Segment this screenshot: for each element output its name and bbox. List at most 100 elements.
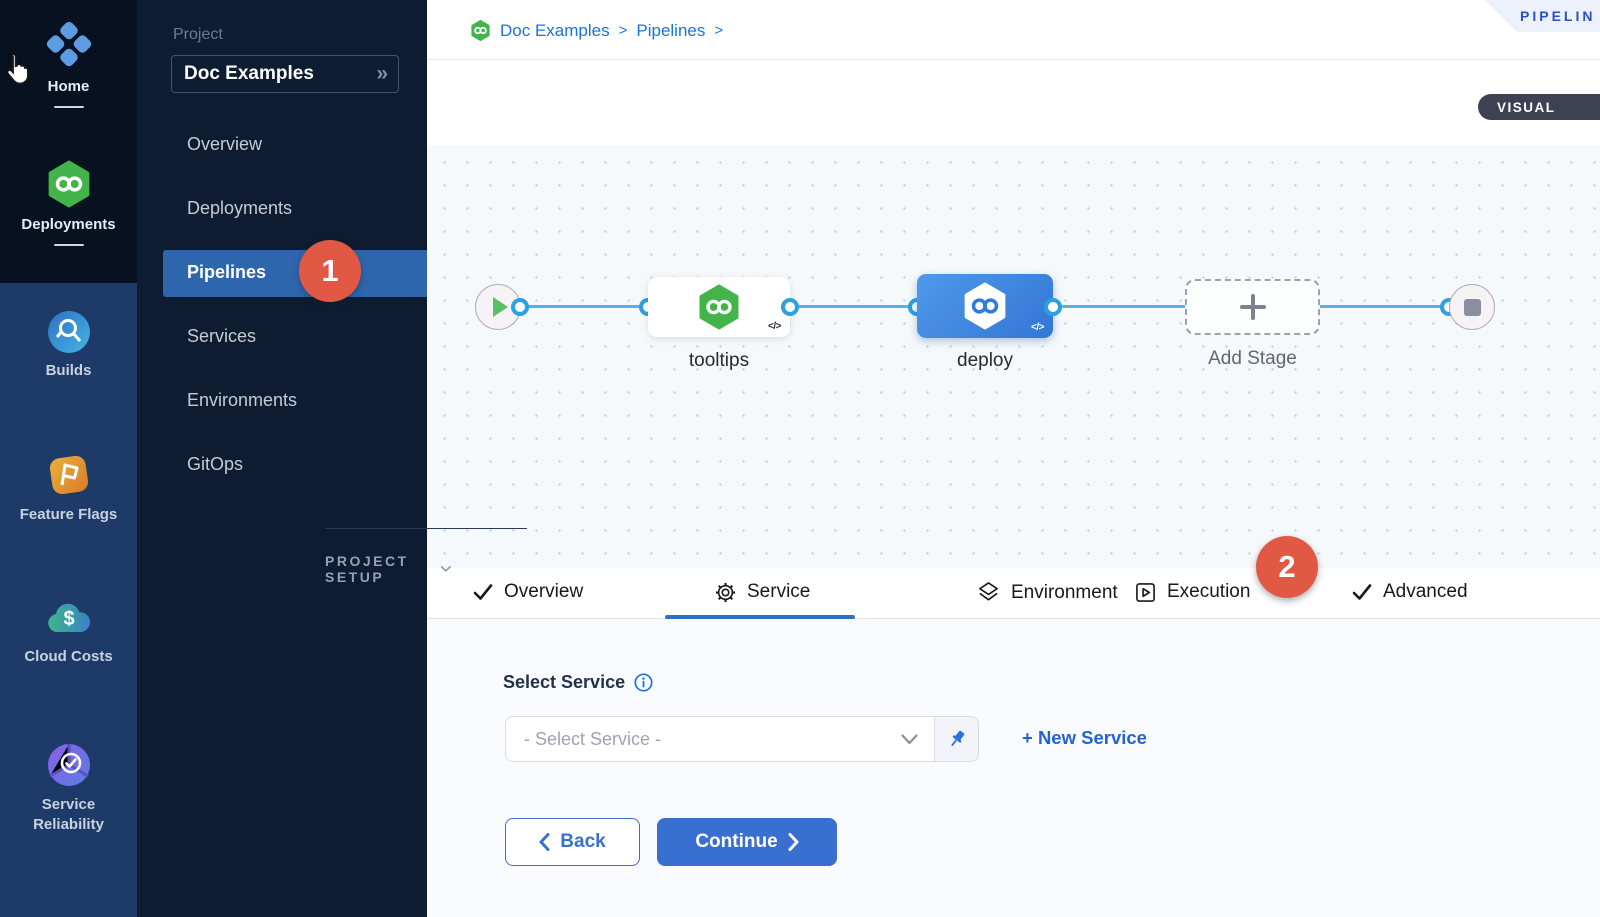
- continue-label: Continue: [695, 831, 778, 852]
- project-name: Doc Examples: [184, 63, 314, 84]
- sidebar-item-gitops[interactable]: GitOps: [187, 454, 244, 474]
- visual-yaml-toggle[interactable]: VISUAL: [1478, 94, 1600, 120]
- harness-stage-icon: [699, 284, 739, 330]
- module-label: Cloud Costs: [24, 648, 113, 665]
- code-view-icon[interactable]: </>: [1031, 322, 1044, 333]
- sidebar-item-environments[interactable]: Environments: [187, 390, 298, 410]
- gear-icon: [715, 582, 736, 602]
- visual-toggle-label: VISUAL: [1497, 99, 1556, 115]
- tab-execution[interactable]: Execution: [1135, 581, 1250, 603]
- connector-port: [1044, 298, 1062, 316]
- stage-node-tooltips[interactable]: </>: [648, 277, 790, 337]
- back-label: Back: [560, 831, 606, 852]
- sidebar-module-cloud-costs[interactable]: $ Cloud Costs: [0, 596, 137, 667]
- tab-environment[interactable]: Environment: [977, 581, 1118, 604]
- back-button[interactable]: Back: [505, 818, 640, 866]
- project-selector[interactable]: Doc Examples »: [171, 55, 399, 93]
- stage-label-tooltips: tooltips: [688, 350, 750, 371]
- breadcrumb-link-project[interactable]: Doc Examples: [500, 20, 610, 40]
- pipeline-connector: [1053, 305, 1185, 308]
- chevron-down-icon: [901, 733, 918, 744]
- pipeline-connector: [1320, 305, 1449, 308]
- check-icon: [1352, 584, 1372, 600]
- deployments-icon: [45, 160, 93, 208]
- sidebar-module-feature-flags[interactable]: Feature Flags: [0, 452, 137, 525]
- chevron-left-icon: [539, 833, 550, 851]
- module-underline: [53, 243, 84, 246]
- hand-cursor-icon: [2, 52, 32, 86]
- module-underline: [53, 105, 84, 108]
- sidebar-item-pipelines[interactable]: Pipelines: [163, 250, 427, 297]
- tab-label: Overview: [504, 581, 584, 602]
- info-icon[interactable]: [634, 673, 653, 692]
- breadcrumb-link-pipelines[interactable]: Pipelines: [636, 20, 706, 40]
- play-icon: [492, 297, 508, 317]
- connector-port: [511, 298, 529, 316]
- project-sidebar: Project Doc Examples » Overview Deployme…: [137, 0, 527, 917]
- breadcrumb-separator: >: [618, 22, 628, 39]
- pipeline-connector: [520, 305, 648, 308]
- sidebar-item-deployments[interactable]: Deployments: [187, 198, 293, 218]
- module-label: Builds: [45, 362, 92, 379]
- module-label: Feature Flags: [19, 506, 118, 523]
- add-stage-button[interactable]: [1185, 279, 1320, 335]
- select-service-dropdown[interactable]: - Select Service -: [505, 716, 935, 762]
- stage-node-deploy[interactable]: </>: [917, 274, 1053, 338]
- select-service-label-row: Select Service: [503, 672, 653, 693]
- active-tab-indicator: [665, 615, 855, 619]
- module-sidebar: Home Deployments Builds Feature Flags $: [0, 0, 137, 917]
- pipeline-connector: [790, 305, 917, 308]
- pipeline-end-node[interactable]: [1449, 284, 1495, 330]
- expand-project-icon[interactable]: »: [376, 62, 388, 85]
- home-icon: [43, 18, 95, 70]
- chevron-right-icon: [788, 833, 799, 851]
- project-section-label: Project: [173, 26, 223, 43]
- execution-icon: [1136, 582, 1155, 602]
- pin-service-button[interactable]: [935, 716, 979, 762]
- sidebar-module-builds[interactable]: Builds: [0, 310, 137, 381]
- code-view-icon[interactable]: </>: [768, 321, 781, 332]
- tab-service[interactable]: Service: [715, 581, 810, 603]
- continue-button[interactable]: Continue: [657, 818, 837, 866]
- feature-flags-icon: [46, 452, 92, 498]
- ribbon-label: PIPELIN: [1520, 8, 1596, 24]
- service-reliability-icon: [46, 742, 92, 788]
- plus-icon: [1239, 294, 1266, 320]
- new-service-link[interactable]: + New Service: [1022, 727, 1147, 748]
- tab-label: Advanced: [1383, 581, 1468, 602]
- module-label: Deployments: [21, 216, 116, 233]
- svg-text:$: $: [63, 608, 74, 630]
- module-label: Home: [47, 78, 90, 95]
- check-icon: [473, 584, 493, 600]
- stop-icon: [1463, 298, 1481, 316]
- breadcrumb: Doc Examples > Pipelines >: [427, 0, 1600, 60]
- stage-label-deploy: deploy: [957, 350, 1013, 371]
- stage-config-tabs: Overview Service Environment Execution A…: [427, 568, 1600, 619]
- sidebar-module-deployments[interactable]: Deployments: [0, 160, 137, 246]
- builds-icon: [47, 310, 91, 354]
- step-badge-2: 2: [1256, 536, 1318, 598]
- tab-label: Environment: [1011, 581, 1118, 603]
- connector-port: [781, 298, 799, 316]
- harness-project-icon: [470, 20, 491, 41]
- service-config-panel: Select Service - Select Service - + New …: [427, 619, 1600, 917]
- sidebar-module-service-reliability[interactable]: Service Reliability: [0, 742, 137, 834]
- pipeline-canvas[interactable]: </> </> tooltips deploy Add Stage: [427, 145, 1600, 568]
- breadcrumb-separator: >: [714, 22, 724, 39]
- sidebar-item-overview[interactable]: Overview: [187, 134, 263, 154]
- tab-overview[interactable]: Overview: [473, 581, 583, 603]
- tab-label: Execution: [1167, 581, 1251, 602]
- project-setup-label: PROJECT SETUP: [325, 553, 409, 585]
- module-label: Service Reliability: [33, 796, 104, 833]
- select-service-label: Select Service: [503, 672, 626, 692]
- chevron-down-icon: [440, 565, 451, 572]
- tab-advanced[interactable]: Advanced: [1352, 581, 1468, 603]
- main-content: Doc Examples > Pipelines > PIPELIN Help …: [427, 0, 1600, 917]
- module-sidebar-active-section: [0, 0, 137, 283]
- project-setup-toggle[interactable]: PROJECT SETUP: [325, 553, 451, 585]
- harness-stage-icon: [964, 282, 1006, 330]
- sidebar-module-home[interactable]: Home: [0, 18, 137, 108]
- environment-icon: [979, 582, 998, 601]
- sidebar-item-services[interactable]: Services: [187, 326, 257, 346]
